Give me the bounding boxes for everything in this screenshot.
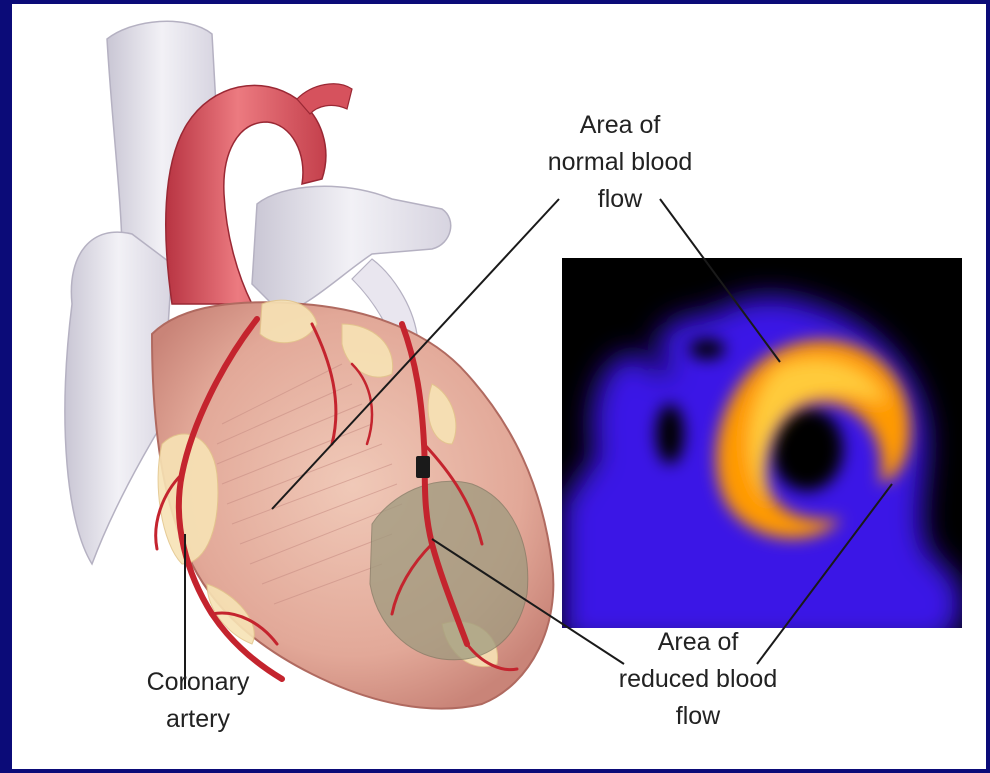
perfusion-scan-image: [562, 258, 963, 644]
label-normal-blood-flow: Area of normal blood flow: [490, 107, 750, 218]
label-line: normal blood: [490, 144, 750, 181]
label-line: artery: [98, 701, 298, 738]
label-reduced-blood-flow: Area of reduced blood flow: [568, 624, 828, 735]
heart-illustration: [65, 21, 553, 708]
label-line: Area of: [568, 624, 828, 661]
label-coronary-artery: Coronary artery: [98, 664, 298, 738]
diagram-frame: Area of normal blood flow Area of reduce…: [12, 4, 986, 769]
label-line: Coronary: [98, 664, 298, 701]
label-line: flow: [490, 181, 750, 218]
label-line: flow: [568, 698, 828, 735]
label-line: reduced blood: [568, 661, 828, 698]
pulmonary-artery: [252, 186, 451, 314]
damaged-region: [370, 481, 528, 659]
artery-blockage: [416, 456, 430, 478]
label-line: Area of: [490, 107, 750, 144]
